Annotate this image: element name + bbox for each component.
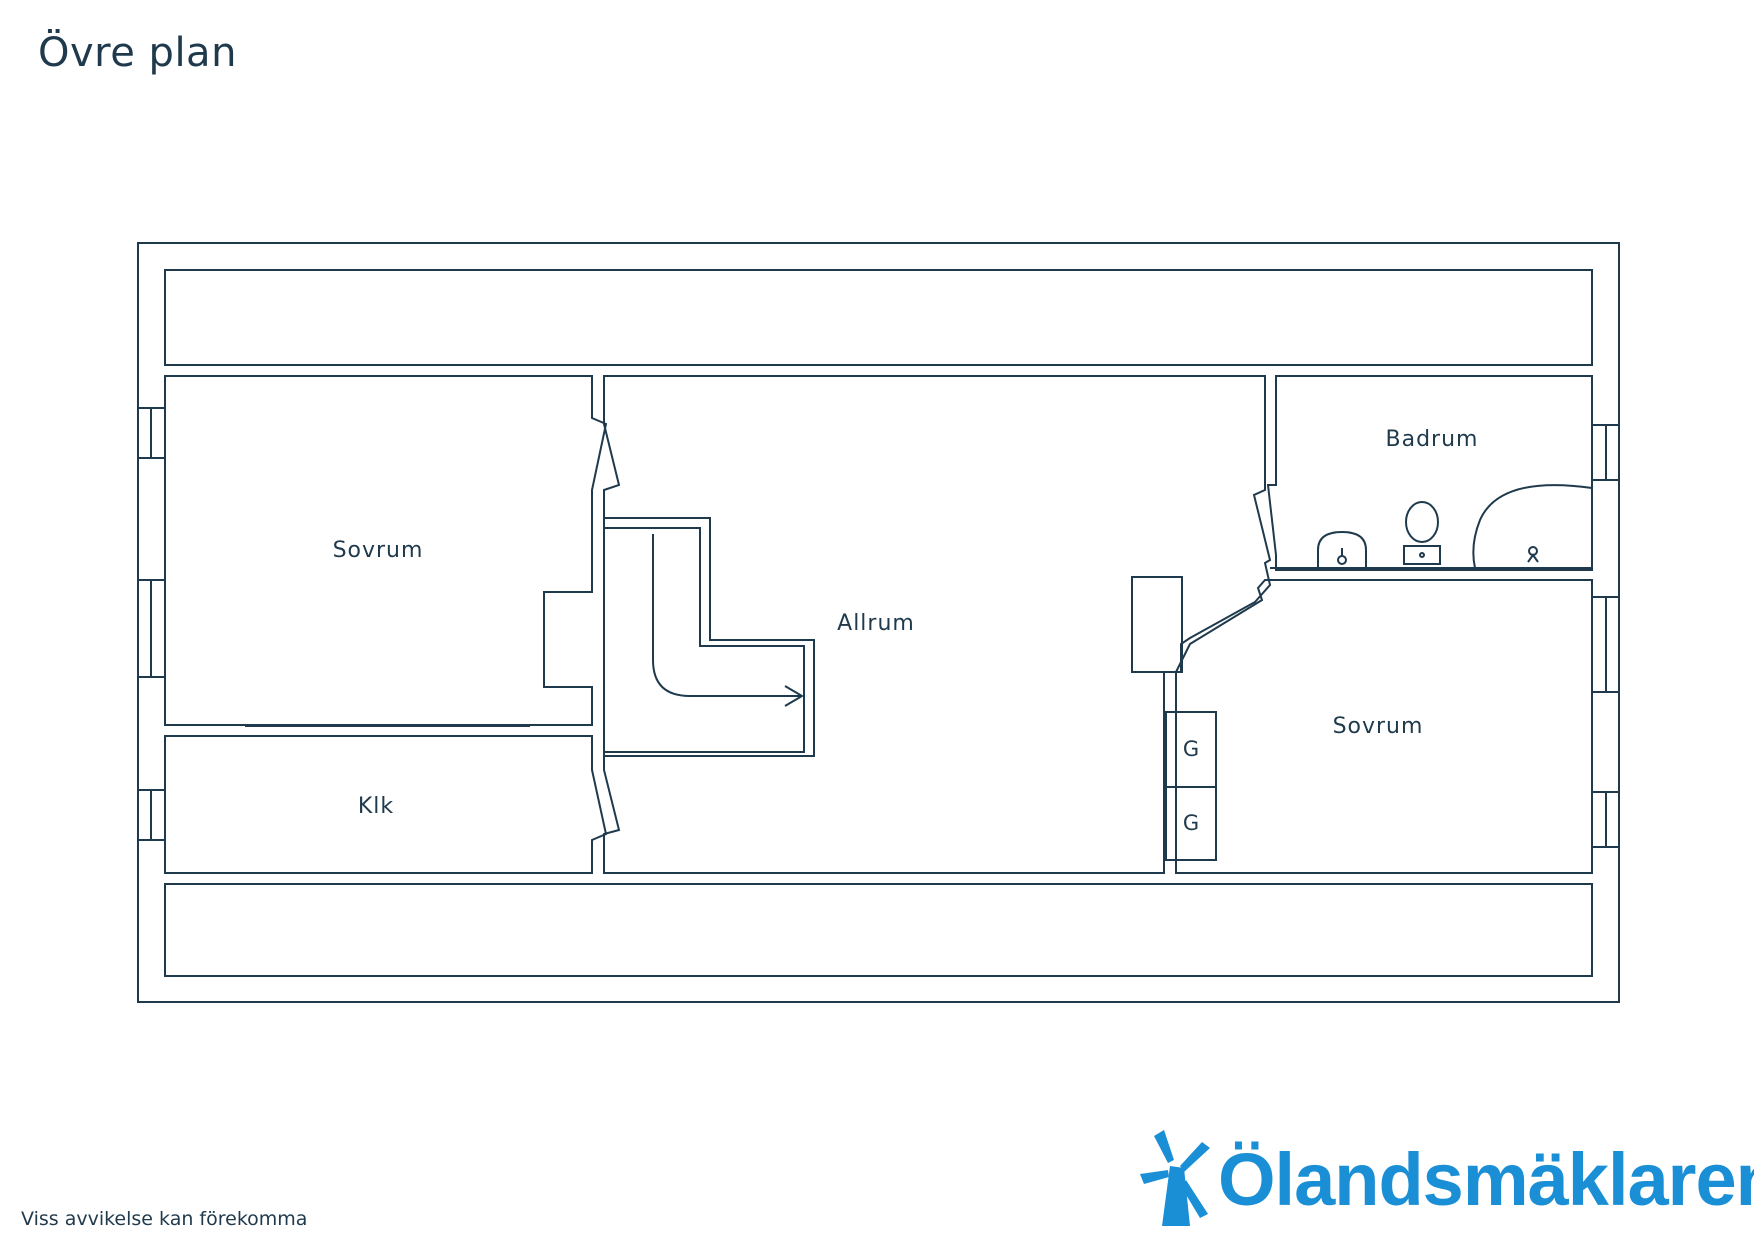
stair-arrow: [652, 534, 802, 697]
room-outline-allrum: [603, 375, 1272, 874]
brand-logo: Ölandsmäklaren: [1140, 1130, 1754, 1230]
stairwell: [604, 517, 815, 757]
storage-strip-top: [164, 269, 1593, 366]
brand-name: Ölandsmäklaren: [1218, 1138, 1754, 1221]
page-title: Övre plan: [38, 30, 237, 76]
shower: [1472, 484, 1593, 569]
room-label-sovrum-left: Sovrum: [333, 538, 424, 563]
toilet: [1405, 501, 1439, 543]
disclaimer: Viss avvikelse kan förekomma: [21, 1208, 308, 1230]
closet-label: G: [1183, 737, 1199, 761]
room-label-klk: Klk: [358, 794, 394, 819]
room-label-allrum: Allrum: [837, 611, 915, 636]
chimney: [1131, 576, 1183, 673]
room-outline-badrum: [1266, 375, 1593, 571]
closet-label: G: [1183, 811, 1199, 835]
sink: [1317, 530, 1367, 569]
room-label-badrum: Badrum: [1386, 427, 1479, 452]
storage-strip-bottom: [164, 883, 1593, 977]
room-outline-klk: [164, 735, 608, 874]
room-label-sovrum-right: Sovrum: [1333, 714, 1424, 739]
windmill-icon: [1140, 1130, 1210, 1226]
closet: [1165, 786, 1217, 861]
